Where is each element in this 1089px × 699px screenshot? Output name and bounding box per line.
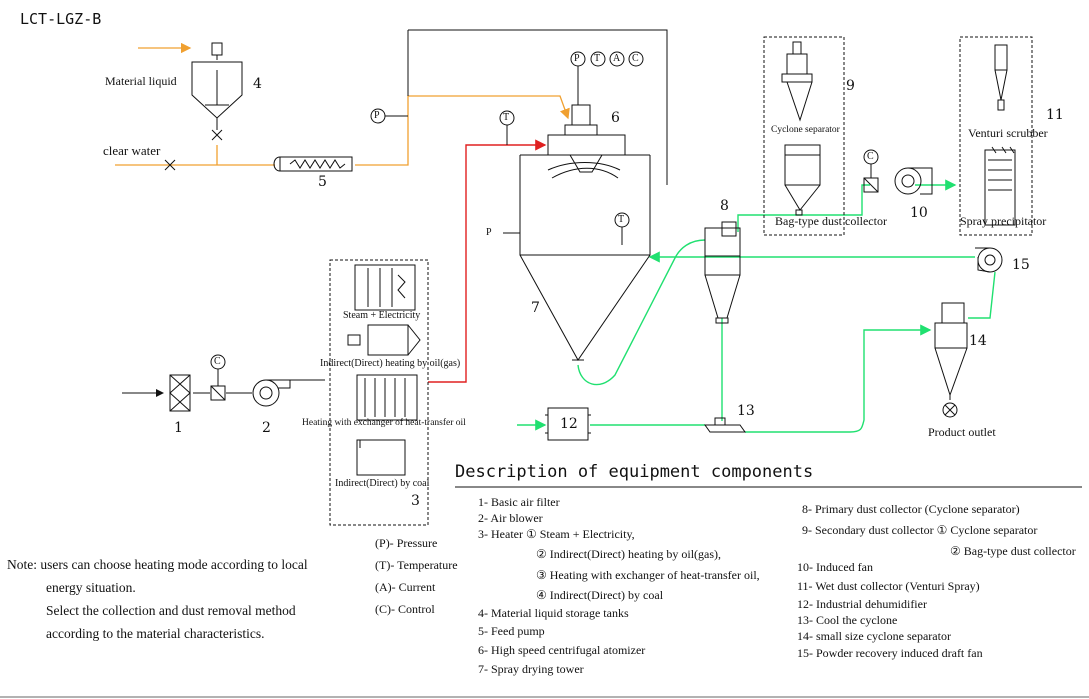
description-item: 14- small size cyclone separator: [797, 629, 951, 643]
material-liquid-label: Material liquid: [105, 74, 177, 88]
recovery-fan: [975, 247, 1003, 273]
venturi-scrubber-label: Venturi scrubber: [968, 126, 1048, 140]
description-title: Description of equipment components: [455, 462, 814, 482]
legend-item: (T)- Temperature: [375, 558, 458, 572]
heater-steam-label: Steam + Electricity: [343, 310, 421, 321]
number-label: 7: [531, 300, 540, 316]
note-line: Select the collection and dust removal m…: [46, 603, 296, 618]
description-item: 1- Basic air filter: [478, 495, 560, 509]
wet-collectors: [959, 36, 1033, 236]
number-label: 10: [910, 205, 928, 221]
clear-water-label: clear water: [103, 143, 161, 158]
air-filter: [169, 374, 191, 412]
description-item: 9- Secondary dust collector ① Cyclone se…: [802, 523, 1038, 537]
cooling-cyclone: [704, 417, 746, 433]
note-line: energy situation.: [46, 580, 136, 595]
description-item: ④ Indirect(Direct) by coal: [536, 588, 664, 602]
description-item: ② Bag-type dust collector: [950, 544, 1076, 558]
instrument-c-label: C: [632, 53, 639, 64]
number-label: 8: [720, 198, 729, 214]
instrument-t-label: T: [594, 53, 601, 64]
description-item: 15- Powder recovery induced draft fan: [797, 646, 983, 660]
number-label: 2: [262, 420, 271, 436]
heater-exchanger-label: Heating with exchanger of heat-transfer …: [302, 418, 466, 428]
instrument-a-label: A: [613, 53, 621, 64]
instrument-p-label: P: [574, 53, 580, 64]
powder-lines: [517, 179, 996, 433]
instrument-t-label: T: [618, 214, 625, 225]
number-label: 11: [1046, 107, 1064, 123]
water-valve: [164, 159, 176, 171]
dehumidifier: [545, 407, 591, 441]
number-label: 14: [969, 333, 987, 349]
number-label: 12: [560, 416, 578, 432]
description-item: 2- Air blower: [478, 511, 543, 525]
description-item: 7- Spray drying tower: [478, 662, 584, 676]
primary-cyclone: [704, 221, 741, 324]
spray-precipitator-label: Spray precipitator: [960, 214, 1047, 228]
legend-item: (P)- Pressure: [375, 536, 438, 550]
feed-pump: [273, 156, 353, 172]
legend-item: (C)- Control: [375, 602, 435, 616]
number-label: 1: [174, 420, 183, 436]
hot-air-line: [428, 139, 547, 383]
air-blower: [210, 354, 291, 407]
description-item: 5- Feed pump: [478, 624, 545, 638]
number-label: 9: [846, 78, 855, 94]
model-code: LCT-LGZ-B: [20, 10, 102, 28]
number-label: 4: [253, 76, 262, 92]
cyclone-separator-label: Cyclone separator: [771, 125, 840, 135]
note-line: according to the material characteristic…: [46, 626, 265, 641]
instrument-t-label: T: [503, 112, 510, 123]
instrument-p-label: P: [486, 227, 492, 238]
secondary-collectors: [763, 36, 845, 236]
heater-coal-label: Indirect(Direct) by coal: [335, 478, 430, 489]
description-item: ② Indirect(Direct) heating by oil(gas),: [536, 547, 722, 561]
bag-collector-label: Bag-type dust collector: [775, 214, 887, 228]
description-item: 3- Heater ① Steam + Electricity,: [478, 527, 635, 541]
description-item: 6- High speed centrifugal atomizer: [478, 643, 646, 657]
description-item: 13- Cool the cyclone: [797, 613, 898, 627]
liquid-tank: [191, 42, 243, 141]
frame-lines: [407, 29, 668, 185]
heater-oil-gas-label: Indirect(Direct) heating by oil(gas): [320, 358, 461, 369]
liquid-feed-lines: [115, 42, 570, 166]
description-item: 12- Industrial dehumidifier: [797, 597, 927, 611]
spray-tower: [370, 51, 651, 361]
number-label: 5: [318, 174, 327, 190]
heater-panel: [329, 259, 429, 526]
instrument-c-label: C: [867, 151, 874, 162]
legend-item: (A)- Current: [375, 580, 436, 594]
induced-fan: [863, 149, 933, 195]
number-label: 3: [411, 493, 420, 509]
note-line: Note: users can choose heating mode acco…: [7, 557, 308, 572]
number-label: 6: [611, 110, 620, 126]
air-lines: [122, 379, 325, 397]
instrument-p-label: P: [374, 110, 380, 121]
instrument-c-label: C: [214, 356, 221, 367]
description-item: ③ Heating with exchanger of heat-transfe…: [536, 568, 760, 582]
number-label: 15: [1012, 257, 1030, 273]
number-label: 13: [737, 403, 755, 419]
description-item: 8- Primary dust collector (Cyclone separ…: [802, 502, 1020, 516]
small-cyclone: [934, 302, 968, 418]
product-outlet-label: Product outlet: [928, 425, 996, 439]
description-item: 11- Wet dust collector (Venturi Spray): [797, 579, 980, 593]
description-item: 10- Induced fan: [797, 560, 873, 574]
description-item: 4- Material liquid storage tanks: [478, 606, 629, 620]
